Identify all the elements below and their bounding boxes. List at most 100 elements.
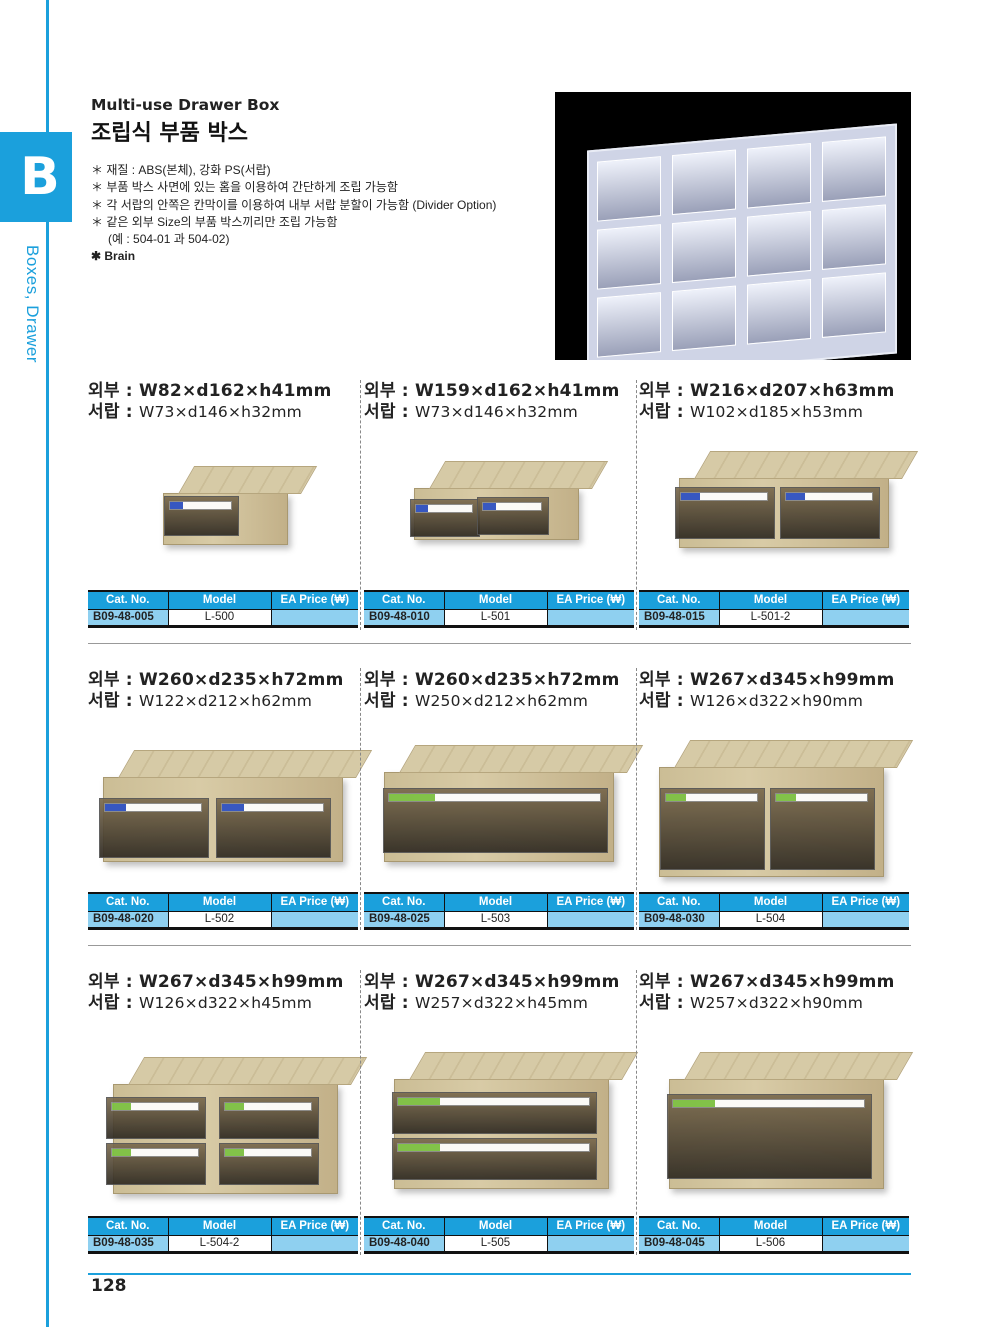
drawer-size-value: W126×d322×h90mm — [689, 692, 863, 710]
product-image — [364, 722, 644, 892]
outer-size-value: W82×d162×h41mm — [138, 381, 332, 401]
model: L-500 — [168, 608, 272, 628]
product-photo — [555, 92, 911, 360]
label-slot — [680, 492, 768, 501]
header-model: Model — [719, 590, 823, 609]
header-price: EA Price (₩) — [547, 1216, 634, 1235]
outer-size-value: W267×d345×h99mm — [414, 972, 620, 992]
product-image — [639, 1024, 914, 1216]
price — [271, 1234, 358, 1254]
drawer-box — [392, 1052, 639, 1189]
header-model: Model — [719, 1216, 823, 1235]
drawer — [106, 1143, 206, 1185]
drawer — [219, 1143, 319, 1185]
drawer — [164, 496, 239, 536]
drawer-label: 서랍 — [639, 993, 671, 1013]
header-cat-no: Cat. No. — [639, 892, 720, 911]
label-slot — [665, 793, 758, 802]
box-top — [674, 740, 914, 768]
header-price: EA Price (₩) — [822, 892, 909, 911]
product-image — [364, 433, 634, 590]
product-card: 외부 : W260×d235×h72mm 서랍 : W122×d212×h62m… — [88, 670, 373, 932]
column-divider — [360, 970, 361, 1255]
drawer-label: 서랍 — [364, 993, 396, 1013]
label-slot — [111, 1148, 199, 1157]
cat-no: B09-48-005 — [88, 608, 169, 628]
label-slot — [785, 492, 873, 501]
outer-label: 외부 — [88, 670, 120, 690]
drawer-size: 서랍 : W73×d146×h32mm — [364, 402, 578, 422]
drawer-box — [383, 745, 644, 862]
outer-size: 외부 : W267×d345×h99mm — [364, 972, 620, 992]
outer-label: 외부 — [639, 972, 671, 992]
drawer-box — [410, 461, 609, 540]
header-model: Model — [168, 590, 272, 609]
drawer-box — [99, 750, 373, 862]
page-number: 128 — [91, 1276, 127, 1296]
price — [547, 910, 634, 930]
note: ＊ 재질 : ABS(본체), 강화 PS(서랍) — [91, 163, 271, 177]
drawer-size: 서랍 : W122×d212×h62mm — [88, 691, 312, 711]
outer-label: 외부 — [639, 670, 671, 690]
drawer — [780, 487, 880, 539]
product-image — [88, 433, 358, 590]
header-price: EA Price (₩) — [822, 1216, 909, 1235]
section-tab: B — [0, 132, 72, 222]
header-model: Model — [168, 892, 272, 911]
outer-size: 외부 : W267×d345×h99mm — [88, 972, 344, 992]
header-cat-no: Cat. No. — [364, 892, 445, 911]
header-model: Model — [444, 1216, 548, 1235]
header-cat-no: Cat. No. — [88, 590, 169, 609]
drawer-size: 서랍 : W73×d146×h32mm — [88, 402, 302, 422]
drawer-size-value: W257×d322×h90mm — [689, 994, 863, 1012]
outer-size: 외부 : W260×d235×h72mm — [364, 670, 620, 690]
drawer — [660, 788, 765, 870]
drawer — [216, 798, 331, 858]
product-image — [639, 722, 914, 892]
drawer — [219, 1097, 319, 1139]
drawer — [392, 1138, 597, 1180]
outer-size: 외부 : W82×d162×h41mm — [88, 381, 332, 401]
price — [271, 910, 358, 930]
drawer — [770, 788, 875, 870]
cat-no: B09-48-045 — [639, 1234, 720, 1254]
label-slot — [388, 793, 601, 802]
drawer — [392, 1092, 597, 1134]
drawer-label: 서랍 — [88, 993, 120, 1013]
drawer-box — [667, 1052, 914, 1189]
drawer-size-value: W122×d212×h62mm — [138, 692, 312, 710]
label-slot — [482, 502, 542, 511]
row-divider — [88, 643, 911, 644]
drawer-size-value: W257×d322×h45mm — [414, 994, 588, 1012]
drawer-size: 서랍 : W126×d322×h45mm — [88, 993, 312, 1013]
price — [547, 1234, 634, 1254]
column-divider — [360, 380, 361, 630]
header-model: Model — [444, 892, 548, 911]
cat-no: B09-48-020 — [88, 910, 169, 930]
outer-label: 외부 — [639, 381, 671, 401]
drawer-label: 서랍 — [639, 691, 671, 711]
outer-size: 외부 : W216×d207×h63mm — [639, 381, 895, 401]
product-card: 외부 : W267×d345×h99mm 서랍 : W126×d322×h90m… — [639, 670, 914, 932]
box-top — [409, 1052, 639, 1080]
label-slot — [224, 1102, 312, 1111]
model: L-501-2 — [719, 608, 823, 628]
box-top — [694, 451, 919, 479]
model: L-506 — [719, 1234, 823, 1254]
drawer-box — [163, 466, 318, 545]
outer-size-value: W216×d207×h63mm — [689, 381, 895, 401]
cat-no: B09-48-010 — [364, 608, 445, 628]
outer-size-value: W267×d345×h99mm — [689, 670, 895, 690]
outer-size-value: W260×d235×h72mm — [138, 670, 344, 690]
drawer-size: 서랍 : W250×d212×h62mm — [364, 691, 588, 711]
header-cat-no: Cat. No. — [639, 590, 720, 609]
product-image — [364, 1024, 639, 1216]
